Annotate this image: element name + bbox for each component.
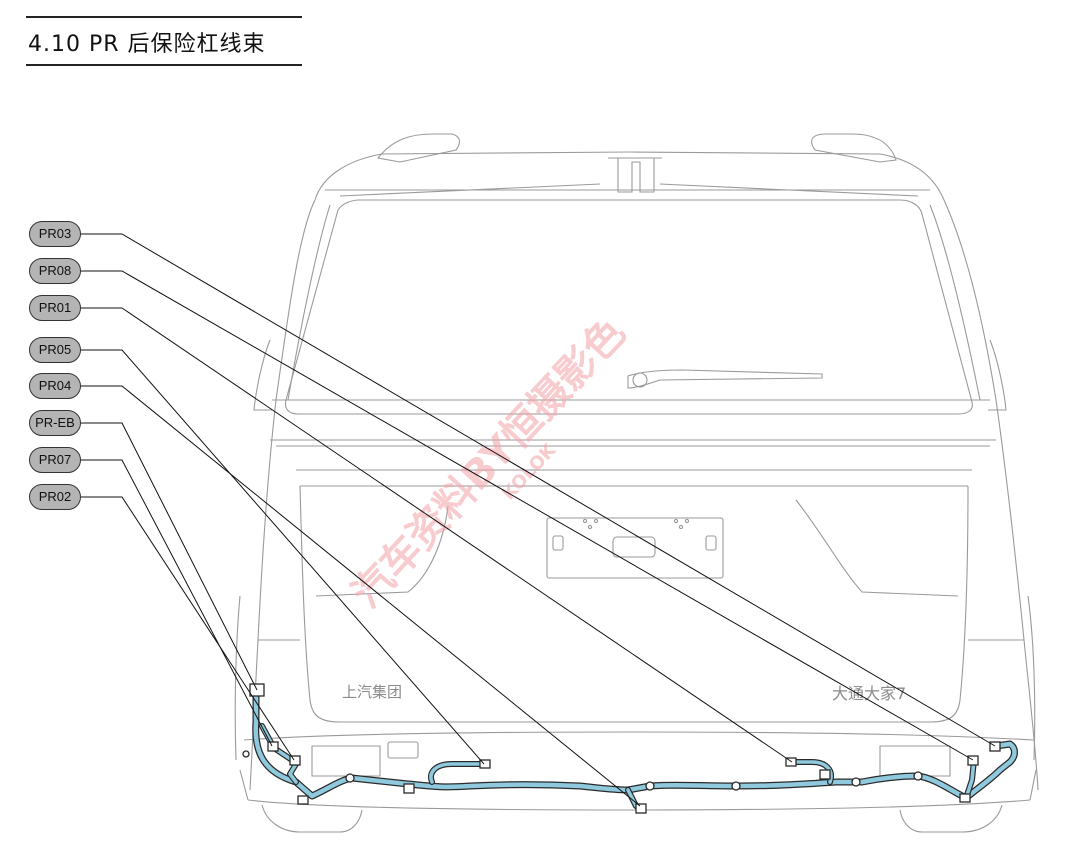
clip bbox=[645, 781, 655, 791]
callout-pr05: PR05 bbox=[29, 337, 81, 363]
connector-pr07 bbox=[267, 741, 279, 752]
callout-pr04: PR04 bbox=[29, 373, 81, 399]
callout-pr02: PR02 bbox=[29, 484, 81, 510]
connector-pr01 bbox=[785, 757, 797, 767]
leader-pr03 bbox=[81, 233, 996, 747]
leader-lines bbox=[81, 233, 996, 807]
harness-clips bbox=[242, 683, 1001, 814]
leader-pr07 bbox=[81, 459, 273, 747]
connector-pr02 bbox=[289, 755, 301, 766]
leader-pr01 bbox=[81, 307, 793, 763]
leader-pr-eb bbox=[81, 422, 258, 691]
badge-right: 大通大家7 bbox=[832, 684, 906, 703]
watermark-text-main: 汽车资料BY恒摄影色 bbox=[344, 310, 635, 617]
clip bbox=[731, 781, 741, 791]
connector-pr05 bbox=[479, 759, 491, 769]
watermark: 汽车资料BY恒摄影色 KOLOK bbox=[344, 310, 635, 617]
section-title-frame: 4.10 PR 后保险杠线束 bbox=[26, 16, 302, 66]
clip bbox=[403, 783, 415, 794]
rear-bumper-harness bbox=[252, 690, 1018, 809]
callout-pr03: PR03 bbox=[29, 221, 81, 247]
clip bbox=[297, 795, 309, 805]
vehicle-rear-outline bbox=[234, 133, 1039, 833]
clip bbox=[913, 771, 923, 781]
clip bbox=[345, 773, 355, 783]
connector-pr04 bbox=[635, 803, 647, 814]
leader-pr08 bbox=[81, 270, 974, 761]
leader-pr02 bbox=[81, 496, 295, 761]
clip bbox=[819, 769, 831, 780]
callout-pr08: PR08 bbox=[29, 258, 81, 284]
clip bbox=[959, 793, 971, 803]
callout-pr07: PR07 bbox=[29, 447, 81, 473]
leader-pr05 bbox=[81, 349, 485, 765]
leader-pr04 bbox=[81, 385, 641, 807]
connector-pr08 bbox=[967, 755, 979, 766]
callout-pr01: PR01 bbox=[29, 295, 81, 321]
badge-left: 上汽集团 bbox=[342, 683, 402, 701]
clip bbox=[242, 750, 250, 758]
section-title: 4.10 PR 后保险杠线束 bbox=[28, 32, 266, 57]
connector-pr03 bbox=[989, 741, 1001, 752]
clip bbox=[851, 777, 861, 787]
callout-pr-eb: PR-EB bbox=[29, 410, 81, 436]
